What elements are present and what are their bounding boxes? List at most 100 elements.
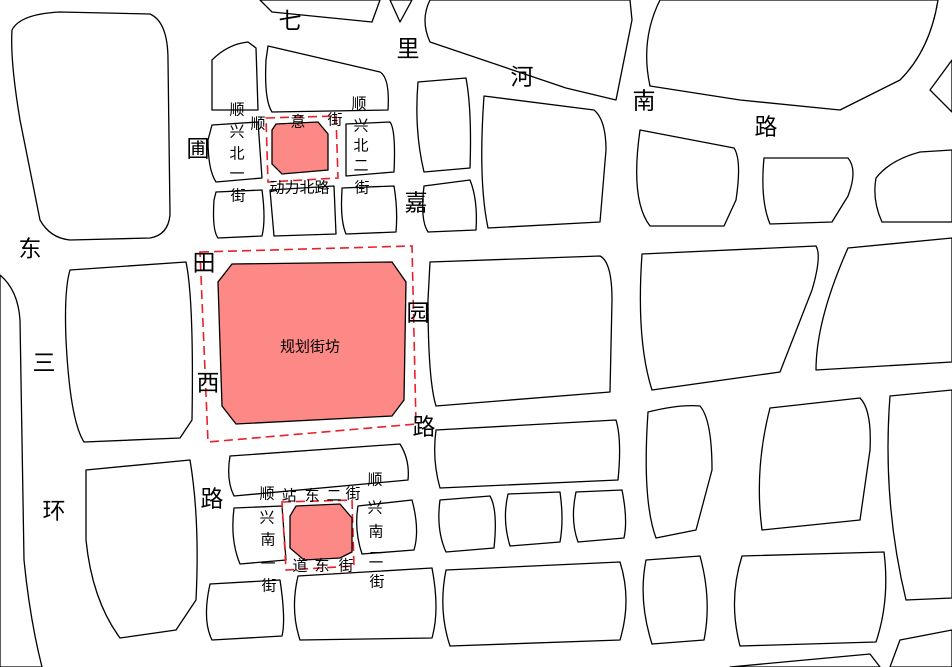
block [887,389,952,601]
block [232,505,287,565]
road-label-char: 一 [260,554,276,573]
block [729,653,881,667]
road-label-char: 站 [281,486,297,505]
road-label-char: 南 [632,88,656,115]
road-label-char: 路 [200,486,224,513]
road-label-char: 兴 [259,508,275,527]
block [758,397,871,531]
road-label-char: 河 [510,64,534,91]
road-label-char: 北 [229,144,245,163]
road-label-dongli-bei: 动力北路 [268,179,331,197]
block [64,261,194,443]
site-boundary-bottom [281,499,355,571]
road-label-char: 意 [290,112,306,131]
road-label-char: 里 [396,36,420,63]
road-label-char: 兴 [229,122,245,141]
block [259,0,381,23]
block [340,185,398,235]
road-label-shunxing-nan-yi: 顺兴南一街 [258,485,278,595]
road-label-char: 环 [42,498,66,525]
block [11,11,171,241]
block [929,59,952,113]
road-label-char: 街 [338,556,354,575]
site-label: 规划街坊 [279,337,341,356]
road-label-shunyi: 顺意街 [249,111,344,133]
road-label-putian-xi: 圃田西路 [185,137,225,513]
block [264,45,389,113]
road-label-dong-sanhuan: 东三环 [17,237,67,525]
road-label-shunxing-bei-yi: 顺兴北一街 [228,101,247,205]
road-label-char: 南 [260,530,276,549]
road-label-char: 兴 [353,116,369,135]
road-label-char: 兴 [367,498,383,517]
road-label-char: 东 [304,486,320,505]
block [205,579,285,641]
block [356,499,418,555]
block [815,237,952,371]
road-label-char: 街 [327,110,343,129]
road-label-char: 东 [18,236,42,263]
block [889,629,952,667]
road-label-char: 圃 [186,136,210,163]
block [762,157,854,225]
block [212,189,265,239]
block [874,149,952,223]
road-label-char: 街 [354,178,370,197]
block [504,491,563,547]
block [0,274,43,667]
site-parcel-top [271,121,329,175]
road-label-char: 道 [292,556,308,575]
road-label-zhandong-er: 站东二街 [280,485,362,505]
block [228,443,409,497]
site-bottom [281,499,355,571]
road-label-char: 顺 [259,484,275,503]
road-label-char: 七 [278,8,302,35]
road-label-char: 二 [326,486,342,505]
block [434,419,621,489]
block [642,555,708,645]
road-label-char: 顺 [250,114,266,133]
site-parcel-bottom [289,503,353,561]
block [636,129,740,227]
road-label-char: 二 [353,156,369,175]
road-label-char: 力 [284,178,300,197]
block [639,245,819,391]
road-label-char: 二 [368,548,384,567]
block [427,255,613,407]
road-label-jiayuan: 嘉园路 [403,191,437,441]
road-label-char: 南 [368,522,384,541]
road-label-char: 三 [32,350,56,377]
site-main [199,245,417,443]
block [646,0,939,111]
site-top [265,115,339,183]
road-label-char: 东 [314,556,330,575]
road-label-char: 嘉 [404,190,428,217]
block [424,0,633,101]
road-label-char: 北 [299,178,315,197]
road-label-char: 街 [230,186,246,205]
block [422,179,478,233]
road-label-char: 街 [261,576,277,595]
road-label-shunxing-nan-er: 顺兴南二街 [366,471,386,591]
block [211,41,259,111]
road-label-char: 西 [196,370,220,397]
block [416,77,472,173]
block [438,495,496,553]
site-boundary-top [265,115,339,183]
road-label-char: 路 [412,414,436,441]
road-label-char: 顺 [351,94,367,113]
road-label-char: 路 [314,178,330,197]
block [207,121,263,183]
block [572,489,627,543]
road-label-char: 北 [353,136,369,155]
road-label-qilihe-nan: 七里河南路 [277,9,779,141]
block [345,121,396,177]
block [733,551,887,647]
site-boundary-main [199,245,417,443]
block [645,404,713,539]
block [85,459,198,639]
road-label-char: 田 [192,250,216,277]
